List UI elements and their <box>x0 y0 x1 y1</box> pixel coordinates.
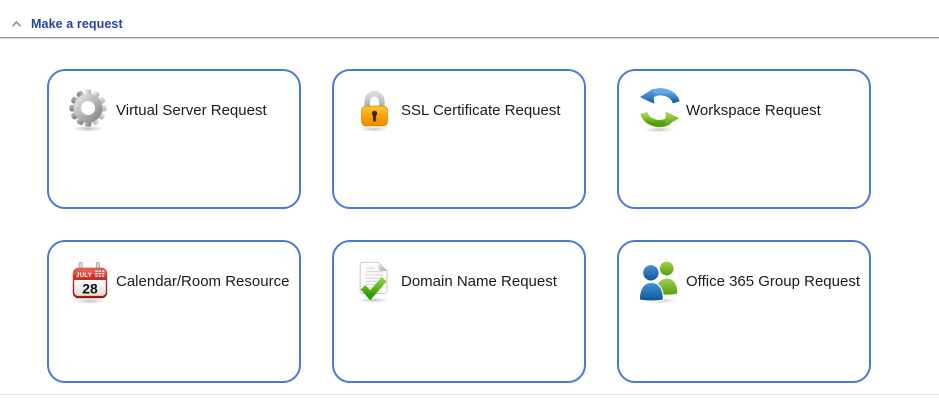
calendar-day-label: 28 <box>82 280 98 296</box>
card-office365-group[interactable]: Office 365 Group Request <box>617 240 871 383</box>
card-domain-name[interactable]: Domain Name Request <box>332 240 586 383</box>
card-label: Virtual Server Request <box>116 101 267 119</box>
document-check-icon <box>352 258 398 304</box>
card-row: JULY 28 Calendar/Room Resource <box>47 240 939 383</box>
card-label: Office 365 Group Request <box>686 272 860 290</box>
gear-icon <box>67 87 113 133</box>
card-label: Workspace Request <box>686 101 821 119</box>
header-divider <box>0 37 939 38</box>
people-icon <box>637 258 683 304</box>
card-label: Calendar/Room Resource <box>116 272 290 290</box>
card-label: Domain Name Request <box>401 272 557 290</box>
card-label: SSL Certificate Request <box>401 101 561 119</box>
card-row: Virtual Server Request <box>47 69 939 209</box>
sync-arrows-icon <box>637 87 683 133</box>
section-header: Make a request <box>0 0 939 31</box>
bottom-divider <box>0 394 939 395</box>
card-ssl-certificate[interactable]: SSL Certificate Request <box>332 69 586 209</box>
section-title: Make a request <box>31 17 123 31</box>
collapse-chevron-icon[interactable] <box>11 20 22 28</box>
padlock-icon <box>352 87 398 133</box>
page: Make a request <box>0 0 939 395</box>
cards-grid: Virtual Server Request <box>0 69 939 383</box>
card-virtual-server[interactable]: Virtual Server Request <box>47 69 301 209</box>
calendar-icon: JULY 28 <box>67 258 113 304</box>
calendar-month-label: JULY <box>76 273 92 279</box>
card-calendar-room[interactable]: JULY 28 Calendar/Room Resource <box>47 240 301 383</box>
card-workspace[interactable]: Workspace Request <box>617 69 871 209</box>
